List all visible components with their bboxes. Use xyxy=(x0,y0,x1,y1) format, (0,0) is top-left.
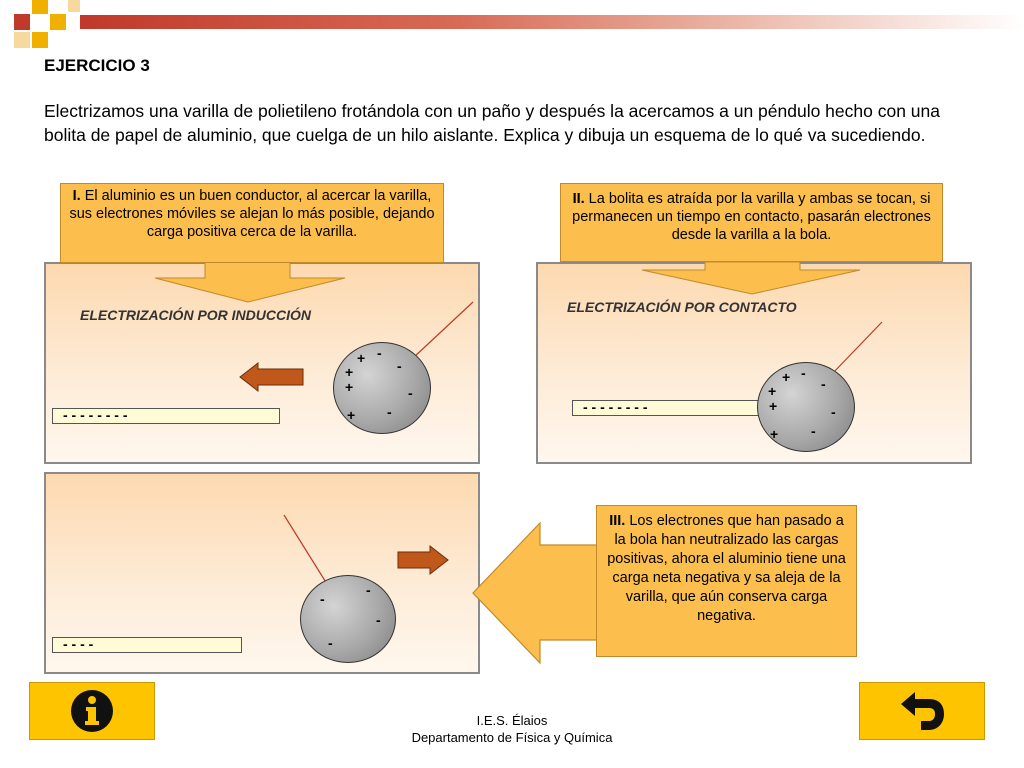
charge-minus: - xyxy=(377,345,382,361)
panel-contact xyxy=(536,262,972,464)
charge-minus: - xyxy=(376,612,381,628)
corner-square-red xyxy=(14,14,30,30)
charge-plus: + xyxy=(345,379,354,395)
charge-minus: - xyxy=(408,385,413,401)
charge-plus: + xyxy=(770,426,779,442)
charge-minus: - xyxy=(387,404,392,420)
pendulum-ball-2 xyxy=(757,362,855,452)
step-1-text: El aluminio es un buen conductor, al ace… xyxy=(69,188,435,240)
charge-minus: - xyxy=(366,582,371,598)
charge-plus: + xyxy=(769,398,778,414)
exercise-title: EJERCICIO 3 xyxy=(44,56,150,75)
charge-minus: - xyxy=(320,591,325,607)
footer-school: I.E.S. Élaios xyxy=(476,713,548,728)
charge-plus: + xyxy=(357,350,366,366)
corner-square-light xyxy=(32,32,48,48)
pendulum-ball-1 xyxy=(333,342,431,434)
charge-minus: - xyxy=(801,365,806,381)
charge-plus: + xyxy=(345,364,354,380)
corner-square-orange xyxy=(32,0,48,14)
rod-1: - - - - - - - - xyxy=(52,408,280,424)
rod-2: - - - - - - - - xyxy=(572,400,760,416)
return-icon xyxy=(901,692,944,730)
charge-minus: - xyxy=(328,635,333,651)
info-icon xyxy=(71,690,113,732)
info-button[interactable] xyxy=(29,682,155,740)
corner-square-light xyxy=(68,0,80,12)
charge-plus: + xyxy=(347,407,356,423)
charge-minus: - xyxy=(821,376,826,392)
step-2-text: La bolita es atraída por la varilla y am… xyxy=(572,191,931,243)
charge-minus: - xyxy=(831,404,836,420)
corner-square-orange xyxy=(50,14,66,30)
return-button[interactable] xyxy=(859,682,985,740)
header-bar xyxy=(80,15,1024,29)
charge-minus: - xyxy=(397,358,402,374)
charge-plus: + xyxy=(782,369,791,385)
charge-minus: - xyxy=(811,423,816,439)
callout-step-3: III. Los electrones que han pasado a la … xyxy=(596,505,857,657)
callout-step-1: I. El aluminio es un buen conductor, al … xyxy=(60,183,444,263)
pendulum-ball-3 xyxy=(300,575,396,663)
panel-1-title: ELECTRIZACIÓN POR INDUCCIÓN xyxy=(80,307,311,323)
footer-department: Departamento de Física y Química xyxy=(411,730,613,745)
rod-3: - - - - xyxy=(52,637,242,653)
step-3-text: Los electrones que han pasado a la bola … xyxy=(607,513,846,624)
exercise-statement: Electrizamos una varilla de polietileno … xyxy=(44,101,941,145)
step-3-number: III. xyxy=(609,513,626,529)
callout-step-2: II. La bolita es atraída por la varilla … xyxy=(560,183,943,262)
step-2-number: II. xyxy=(572,191,585,207)
charge-plus: + xyxy=(768,383,777,399)
step-1-number: I. xyxy=(72,188,81,204)
corner-square-light xyxy=(14,32,30,48)
panel-2-title: ELECTRIZACIÓN POR CONTACTO xyxy=(567,299,797,315)
